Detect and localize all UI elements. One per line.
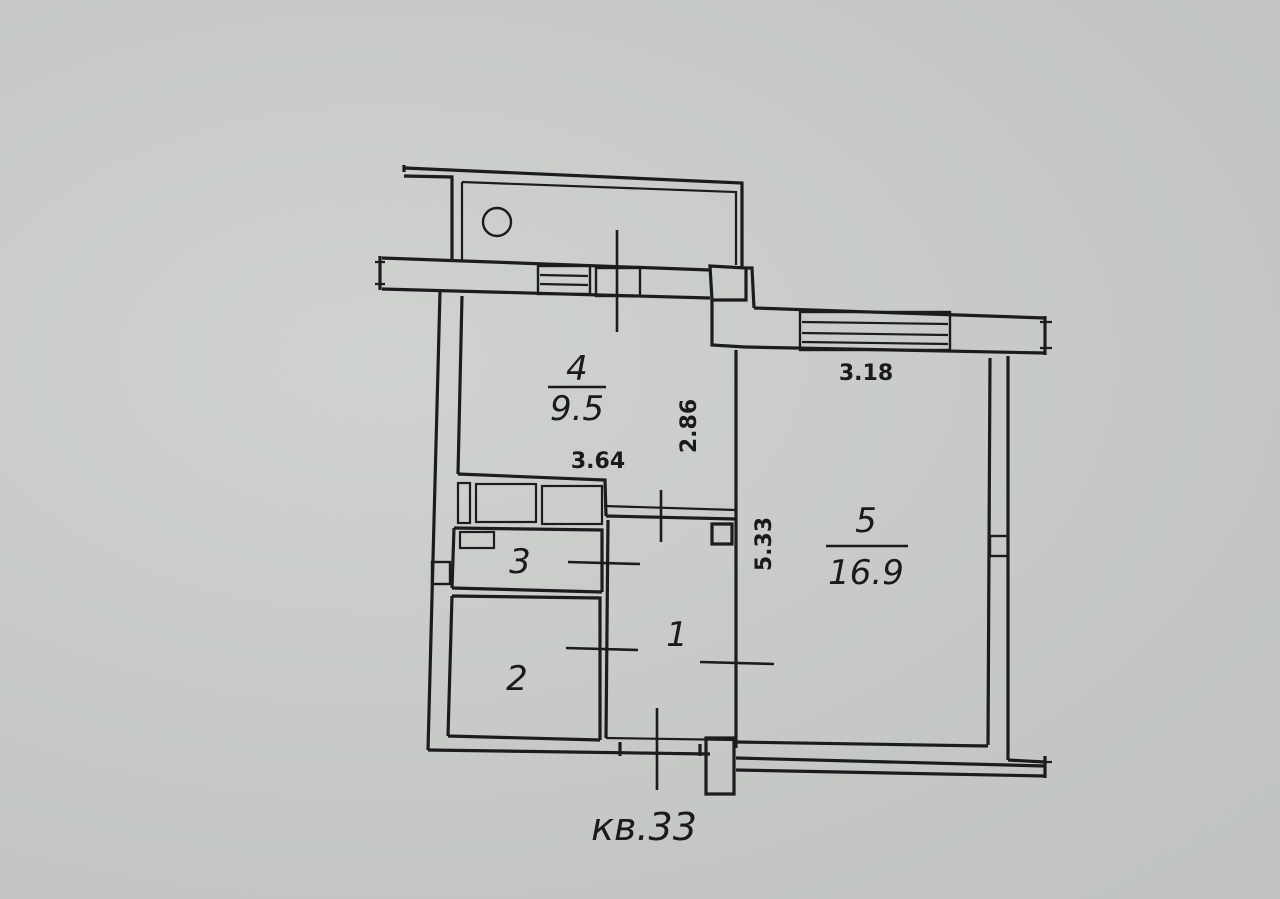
room-3-number: 3 bbox=[509, 542, 531, 582]
window-room-5 bbox=[798, 310, 952, 352]
dim-kitchen-width: 3.64 bbox=[571, 449, 625, 474]
entrance-door bbox=[704, 736, 736, 796]
drain-icon bbox=[481, 206, 513, 238]
room-5-walls bbox=[735, 356, 1010, 760]
dim-room5-width: 3.18 bbox=[839, 361, 893, 386]
exterior-wall-left bbox=[426, 291, 464, 751]
room-3-walls bbox=[450, 526, 604, 594]
balcony bbox=[402, 165, 744, 268]
door-ticks bbox=[565, 230, 775, 790]
dim-kitchen-depth: 2.86 bbox=[677, 399, 702, 453]
room-5-area: 16.9 bbox=[828, 553, 904, 593]
apartment-label: кв.33 bbox=[591, 805, 697, 849]
room-1-number: 1 bbox=[666, 615, 688, 655]
wardrobe bbox=[456, 481, 604, 526]
room-4-area: 9.5 bbox=[550, 389, 604, 429]
dim-room5-depth: 5.33 bbox=[752, 517, 777, 571]
room-2-walls bbox=[446, 594, 602, 742]
room-4-number: 4 bbox=[566, 349, 588, 389]
exterior-wall-bottom bbox=[427, 736, 1052, 796]
window-kitchen bbox=[536, 264, 642, 298]
room-5-number: 5 bbox=[855, 501, 877, 541]
room-1-walls bbox=[604, 519, 737, 742]
room-4-walls bbox=[457, 350, 738, 748]
room-2-number: 2 bbox=[506, 659, 528, 699]
exterior-wall-step bbox=[710, 266, 1052, 355]
exterior-wall-top-left bbox=[375, 256, 748, 302]
